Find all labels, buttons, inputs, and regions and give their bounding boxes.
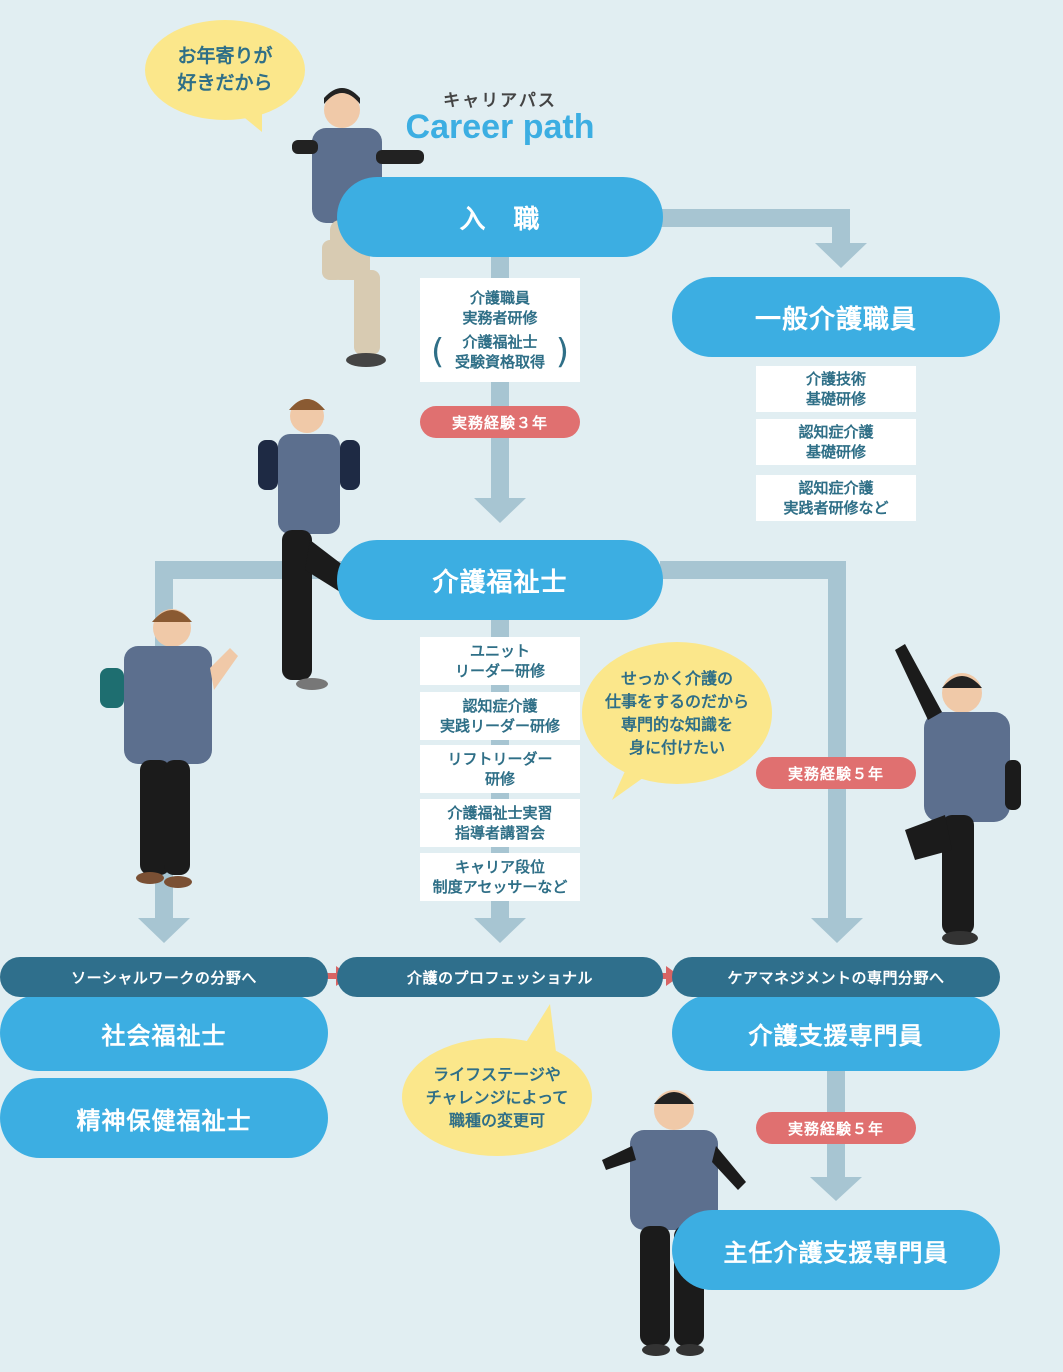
social-work-band: ソーシャルワークの分野へ bbox=[0, 957, 328, 997]
speech-bubble-lifestage: ライフステージや チャレンジによって 職種の変更可 bbox=[402, 1038, 592, 1156]
experience-5-years-badge: 実務経験５年 bbox=[756, 1112, 916, 1144]
care-worker-training-box: キャリア段位 制度アセッサーなど bbox=[420, 853, 580, 901]
title-japanese: キャリアパス bbox=[443, 91, 557, 111]
bubble-line: ライフステージや bbox=[433, 1064, 561, 1084]
psychiatric-social-worker-pill: 精神保健福祉士 bbox=[0, 1078, 328, 1158]
bubble-line: お年寄りが bbox=[177, 45, 273, 67]
entry-pill: 入 職 bbox=[337, 177, 663, 257]
training-line: 受験資格取得 bbox=[454, 353, 545, 371]
training-line: 認知症介護 bbox=[798, 479, 874, 497]
bubble-line: 職種の変更可 bbox=[448, 1110, 545, 1130]
care-worker-training-box: ユニット リーダー研修 bbox=[420, 637, 580, 685]
training-line: 基礎研修 bbox=[805, 443, 866, 461]
care-worker-training-box: リフトリーダー 研修 bbox=[420, 745, 580, 793]
training-line: リーダー研修 bbox=[454, 662, 545, 680]
staff-woman-cheering-photo bbox=[895, 644, 1021, 945]
staff-woman-welcoming-photo bbox=[602, 1090, 746, 1356]
training-line: 介護職員 bbox=[469, 289, 530, 307]
bubble-line: 仕事をするのだから bbox=[604, 692, 749, 711]
training-line: 介護福祉士 bbox=[462, 333, 538, 351]
general-training-box: 介護技術 基礎研修 bbox=[756, 366, 916, 412]
bubble-line: 身に付けたい bbox=[628, 738, 725, 757]
training-line: 制度アセッサーなど bbox=[432, 878, 568, 896]
bubble-line: 専門的な知識を bbox=[620, 715, 733, 734]
chief-care-manager-pill: 主任介護支援専門員 bbox=[672, 1210, 1000, 1290]
training-line: リフトリーダー bbox=[447, 750, 553, 768]
paren-right-icon: ) bbox=[555, 332, 569, 372]
paren-left-icon: ( bbox=[431, 332, 445, 372]
experience-5-years-badge: 実務経験５年 bbox=[756, 757, 916, 789]
bubble-line: せっかく介護の bbox=[620, 669, 733, 688]
care-professional-band: 介護のプロフェッショナル bbox=[337, 957, 663, 997]
training-line: 認知症介護 bbox=[462, 697, 538, 715]
general-training-box: 認知症介護 実践者研修など bbox=[756, 475, 916, 521]
training-line: 介護福祉士実習 bbox=[447, 804, 553, 822]
bubble-line: 好きだから bbox=[177, 72, 273, 94]
general-training-box: 認知症介護 基礎研修 bbox=[756, 419, 916, 465]
training-line: 実践リーダー研修 bbox=[439, 717, 560, 735]
experience-3-years-badge: 実務経験３年 bbox=[420, 406, 580, 438]
training-line: 認知症介護 bbox=[798, 423, 874, 441]
speech-bubble-knowledge: せっかく介護の 仕事をするのだから 専門的な知識を 身に付けたい bbox=[582, 642, 772, 784]
training-line: 研修 bbox=[484, 770, 515, 788]
training-line: キャリア段位 bbox=[454, 858, 545, 876]
qualification-note: ( 介護福祉士 受験資格取得 ) bbox=[425, 332, 575, 372]
title-english: Career path bbox=[405, 108, 595, 146]
training-line: 介護技術 bbox=[805, 370, 866, 388]
care-worker-training-box: 認知症介護 実践リーダー研修 bbox=[420, 692, 580, 740]
training-line: 実務者研修 bbox=[462, 309, 538, 327]
care-worker-training-box: 介護福祉士実習 指導者講習会 bbox=[420, 799, 580, 847]
training-line: 実践者研修など bbox=[783, 499, 889, 517]
bubble-line: チャレンジによって bbox=[425, 1087, 569, 1107]
social-worker-pill: 社会福祉士 bbox=[0, 995, 328, 1071]
training-line: 基礎研修 bbox=[805, 390, 866, 408]
speech-bubble-elderly: お年寄りが 好きだから bbox=[145, 20, 305, 120]
staff-woman-presenting-photo bbox=[100, 609, 238, 888]
certified-care-worker-pill: 介護福祉士 bbox=[337, 540, 663, 620]
training-line: ユニット bbox=[469, 642, 530, 660]
care-management-band: ケアマネジメントの専門分野へ bbox=[672, 957, 1000, 997]
general-staff-pill: 一般介護職員 bbox=[672, 277, 1000, 357]
entry-training-box: 介護職員 実務者研修 ( 介護福祉士 受験資格取得 ) bbox=[420, 278, 580, 382]
training-line: 指導者講習会 bbox=[454, 824, 545, 842]
care-manager-pill: 介護支援専門員 bbox=[672, 995, 1000, 1071]
